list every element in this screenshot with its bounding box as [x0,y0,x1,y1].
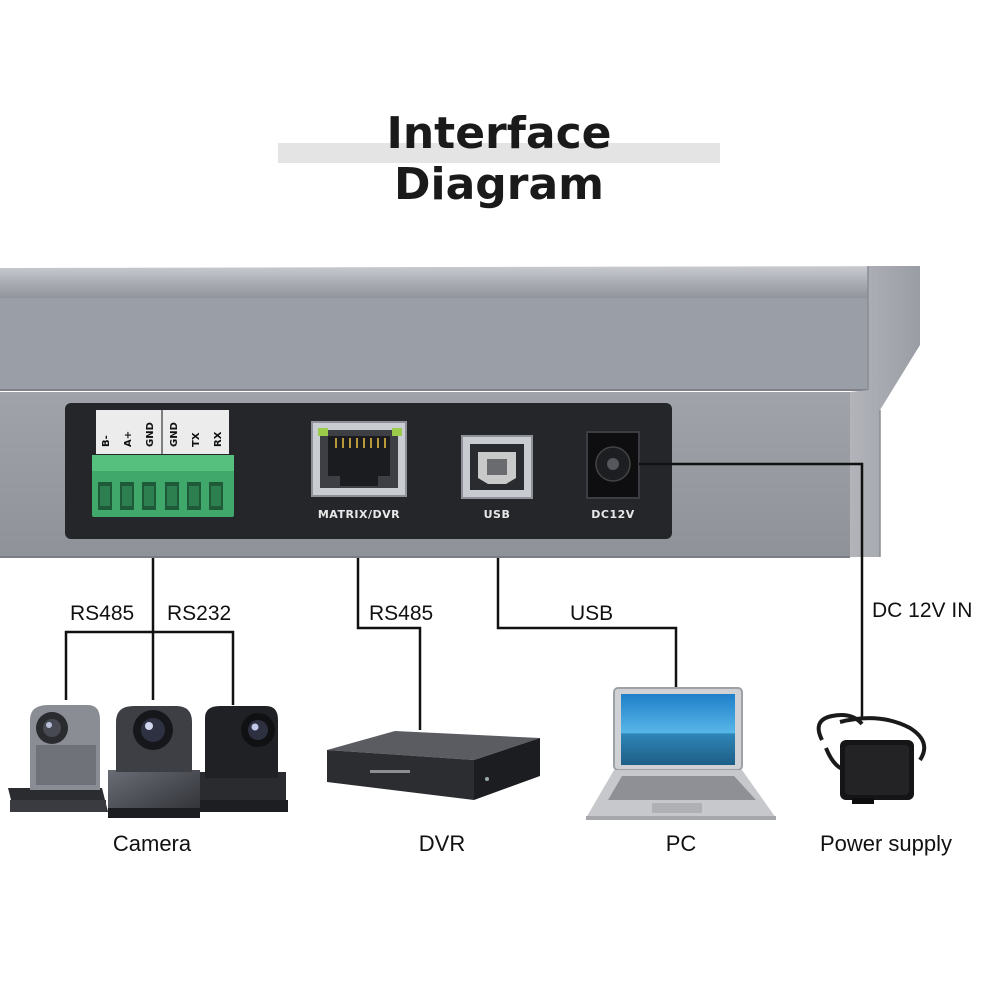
ptz-camera-left [8,705,108,812]
link-label-rs232-camera: RS232 [167,602,231,625]
connection-wires [64,462,864,730]
pin-label-b-minus: B- [101,435,112,447]
wire-dvr [356,558,422,730]
title-underline-band [278,143,720,163]
panel-top-rim [0,266,920,300]
panel-side [850,266,920,557]
link-label-rs485-camera: RS485 [70,602,134,625]
terminal-pin-labels: B- A+ GND GND TX RX [101,422,224,447]
wire-pc [496,558,678,688]
diagram-title: Interface Diagram [386,108,612,210]
link-label-rs485-dvr: RS485 [369,602,433,625]
power-supply-image [816,713,927,804]
dc-power-jack [586,431,640,499]
pin-label-rx: RX [213,431,224,447]
matrix-dvr-port-label: MATRIX/DVR [318,508,400,521]
terminal-block-connector [92,455,234,517]
device-label-dvr: DVR [419,831,465,856]
pin-label-tx: TX [191,432,202,447]
link-label-usb-pc: USB [570,602,613,625]
device-label-camera: Camera [113,831,192,856]
panel-upper-band [0,298,868,390]
matrix-dvr-port [311,421,407,497]
link-label-dc-in: DC 12V IN [872,599,972,622]
dvr-image [327,731,540,800]
pin-label-gnd-2: GND [169,422,180,447]
ptz-camera-right [198,706,288,812]
wire-dc [639,462,864,720]
ptz-camera-center [108,706,200,818]
wire-camera-bus [64,630,235,705]
device-label-pc: PC [666,831,697,856]
usb-b-port [461,435,533,499]
dc-port-label: DC12V [591,508,635,521]
camera-group-image [8,705,288,818]
device-label-power-supply: Power supply [820,831,952,856]
laptop-image [586,687,776,820]
pin-label-gnd-1: GND [145,422,156,447]
controller-rear-panel: B- A+ GND GND TX RX [0,266,920,558]
usb-port-label: USB [484,508,511,521]
pin-label-a-plus: A+ [123,431,134,447]
